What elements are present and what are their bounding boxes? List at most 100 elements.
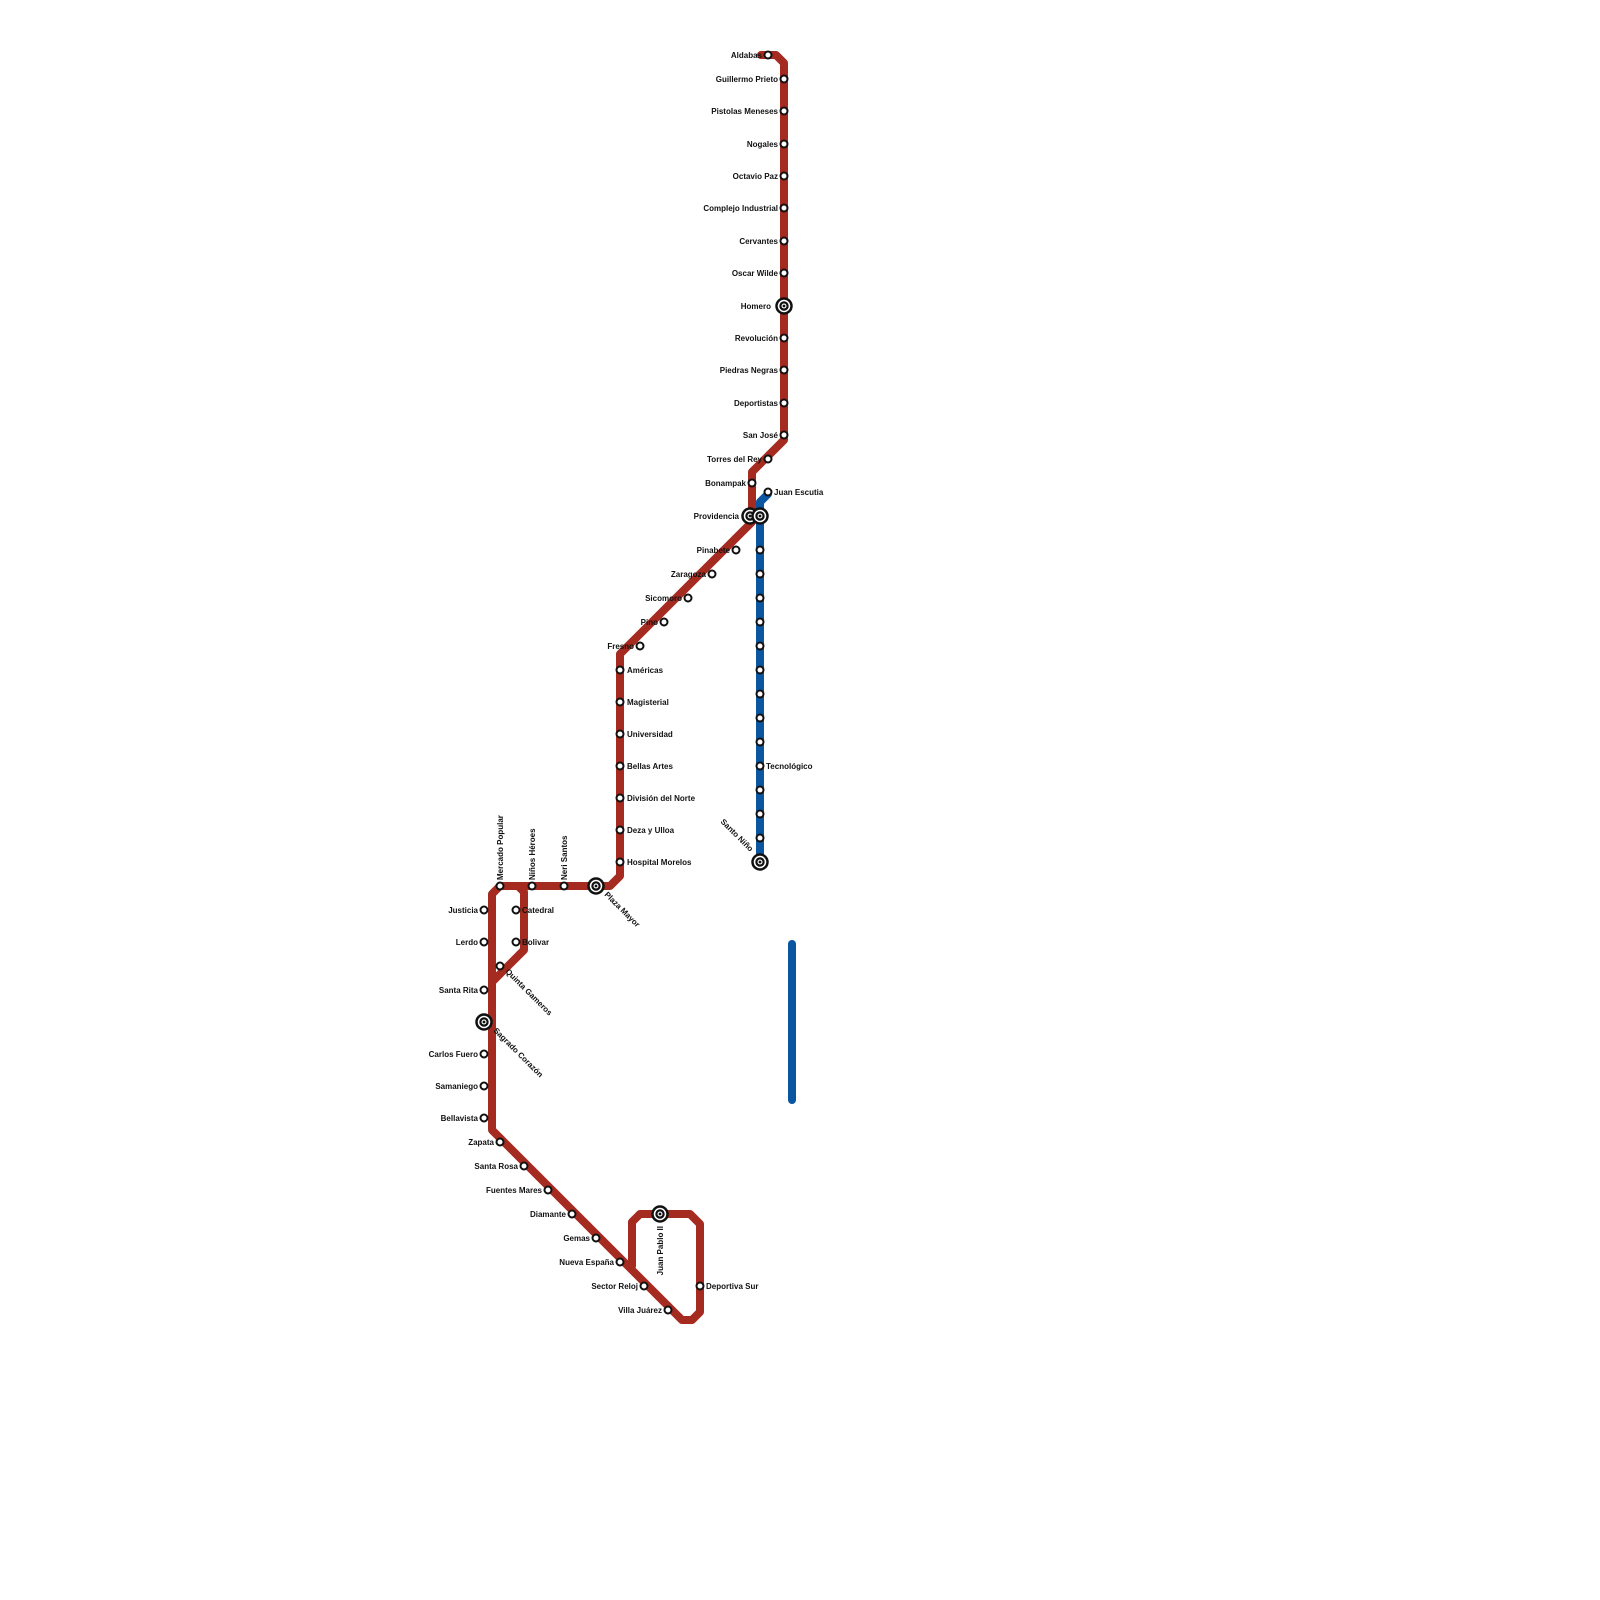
station-juan-escutia[interactable]: Juan Escutia xyxy=(763,487,824,497)
station-division-del-norte[interactable]: División del Norte xyxy=(615,793,696,803)
station-marker[interactable] xyxy=(779,365,789,375)
station-marker[interactable] xyxy=(779,430,789,440)
station-fresno[interactable]: Fresno xyxy=(607,641,645,651)
station-marker[interactable] xyxy=(755,617,765,627)
station-marker[interactable] xyxy=(755,689,765,699)
station-sicomoro[interactable]: Sicomoro xyxy=(645,593,693,603)
station-marker[interactable] xyxy=(763,454,773,464)
station-marker[interactable] xyxy=(615,857,625,867)
station-mercado-popular[interactable]: Mercado Popular xyxy=(495,815,505,891)
station-marker[interactable] xyxy=(755,593,765,603)
station-marker[interactable] xyxy=(567,1209,577,1219)
station-universidad[interactable]: Universidad xyxy=(615,729,673,739)
station-torres-del-rey[interactable]: Torres del Rey xyxy=(707,454,773,464)
station-tecnologico[interactable]: Tecnológico xyxy=(755,761,813,771)
station-marker[interactable] xyxy=(707,569,717,579)
station-marker[interactable] xyxy=(731,545,741,555)
station-marker[interactable] xyxy=(615,697,625,707)
station-quinta-gameros[interactable]: Quinta Gameros xyxy=(495,961,555,1018)
station-deportiva-sur[interactable]: Deportiva Sur xyxy=(695,1281,759,1291)
station-fuentes-mares[interactable]: Fuentes Mares xyxy=(486,1185,553,1195)
station-bolivar[interactable]: Bolivar xyxy=(511,937,550,947)
station-magisterial[interactable]: Magisterial xyxy=(615,697,669,707)
station-marker[interactable] xyxy=(615,793,625,803)
station-marker[interactable] xyxy=(755,833,765,843)
station-marker[interactable] xyxy=(659,617,669,627)
station-marker[interactable] xyxy=(779,236,789,246)
station-marker[interactable] xyxy=(479,1081,489,1091)
station-marker[interactable] xyxy=(479,1049,489,1059)
station-marker[interactable] xyxy=(495,1137,505,1147)
station-providencia-interchange[interactable]: Providencia xyxy=(694,507,769,525)
station-marker[interactable] xyxy=(755,641,765,651)
station-pino[interactable]: Pino xyxy=(641,617,669,627)
station-villa-juarez[interactable]: Villa Juárez xyxy=(618,1305,673,1315)
station-juan-pablo-ii-interchange[interactable]: Juan Pablo II xyxy=(651,1205,669,1276)
station-justicia[interactable]: Justicia xyxy=(448,905,489,915)
station-marker[interactable] xyxy=(779,74,789,84)
station-marker[interactable] xyxy=(683,593,693,603)
station-ninos-heroes[interactable]: Niños Héroes xyxy=(527,828,537,891)
station-marker[interactable] xyxy=(755,809,765,819)
station-revolucion[interactable]: Revolución xyxy=(735,333,789,343)
station-marker[interactable] xyxy=(511,937,521,947)
station-marker[interactable] xyxy=(479,985,489,995)
station-octavio-paz[interactable]: Octavio Paz xyxy=(733,171,789,181)
station-lerdo[interactable]: Lerdo xyxy=(456,937,489,947)
station-marker[interactable] xyxy=(639,1281,649,1291)
station-marker[interactable] xyxy=(747,478,757,488)
station-gemas[interactable]: Gemas xyxy=(563,1233,601,1243)
station-marker[interactable] xyxy=(779,268,789,278)
station-marker[interactable] xyxy=(755,737,765,747)
station-marker[interactable] xyxy=(779,398,789,408)
station-marker[interactable] xyxy=(479,905,489,915)
station-piedras-negras[interactable]: Piedras Negras xyxy=(720,365,789,375)
station-bellavista[interactable]: Bellavista xyxy=(441,1113,489,1123)
station-marker[interactable] xyxy=(527,881,537,891)
station-marker[interactable] xyxy=(779,333,789,343)
station-marker[interactable] xyxy=(543,1185,553,1195)
station-pinabete[interactable]: Pinabete xyxy=(697,545,741,555)
station-santa-rita[interactable]: Santa Rita xyxy=(439,985,489,995)
station-marker[interactable] xyxy=(763,50,773,60)
station-marker[interactable] xyxy=(615,1257,625,1267)
station-deza-y-ulloa[interactable]: Deza y Ulloa xyxy=(615,825,675,835)
station-samaniego[interactable]: Samaniego xyxy=(435,1081,489,1091)
station-marker[interactable] xyxy=(519,1161,529,1171)
station-nueva-espana[interactable]: Nueva España xyxy=(559,1257,625,1267)
station-marker[interactable] xyxy=(591,1233,601,1243)
station-marker[interactable] xyxy=(663,1305,673,1315)
station-marker[interactable] xyxy=(615,825,625,835)
station-marker[interactable] xyxy=(755,713,765,723)
station-marker[interactable] xyxy=(779,203,789,213)
station-marker[interactable] xyxy=(755,569,765,579)
station-americas[interactable]: Américas xyxy=(615,665,664,675)
station-marker[interactable] xyxy=(755,761,765,771)
station-marker[interactable] xyxy=(779,171,789,181)
station-diamante[interactable]: Diamante xyxy=(530,1209,577,1219)
station-nogales[interactable]: Nogales xyxy=(747,139,789,149)
station-neri-santos[interactable]: Neri Santos xyxy=(559,835,569,891)
station-marker[interactable] xyxy=(779,139,789,149)
station-marker[interactable] xyxy=(615,761,625,771)
station-marker[interactable] xyxy=(479,1113,489,1123)
station-guillermo-prieto[interactable]: Guillermo Prieto xyxy=(716,74,789,84)
station-catedral[interactable]: Catedral xyxy=(511,905,555,915)
station-santa-rosa[interactable]: Santa Rosa xyxy=(474,1161,529,1171)
station-pistolas-meneses[interactable]: Pistolas Meneses xyxy=(711,106,789,116)
station-san-jose[interactable]: San José xyxy=(743,430,789,440)
station-hospital-morelos[interactable]: Hospital Morelos xyxy=(615,857,693,867)
station-marker[interactable] xyxy=(779,106,789,116)
station-bonampak[interactable]: Bonampak xyxy=(705,478,757,488)
station-marker[interactable] xyxy=(495,881,505,891)
station-marker[interactable] xyxy=(479,937,489,947)
station-marker[interactable] xyxy=(559,881,569,891)
station-aldabas[interactable]: Aldabas xyxy=(731,50,773,60)
station-marker[interactable] xyxy=(755,665,765,675)
station-deportistas[interactable]: Deportistas xyxy=(734,398,789,408)
station-marker[interactable] xyxy=(635,641,645,651)
station-marker[interactable] xyxy=(615,729,625,739)
station-cervantes[interactable]: Cervantes xyxy=(739,236,789,246)
station-sagrado-corazon-interchange[interactable]: Sagrado Corazón xyxy=(475,1013,545,1080)
station-marker[interactable] xyxy=(511,905,521,915)
